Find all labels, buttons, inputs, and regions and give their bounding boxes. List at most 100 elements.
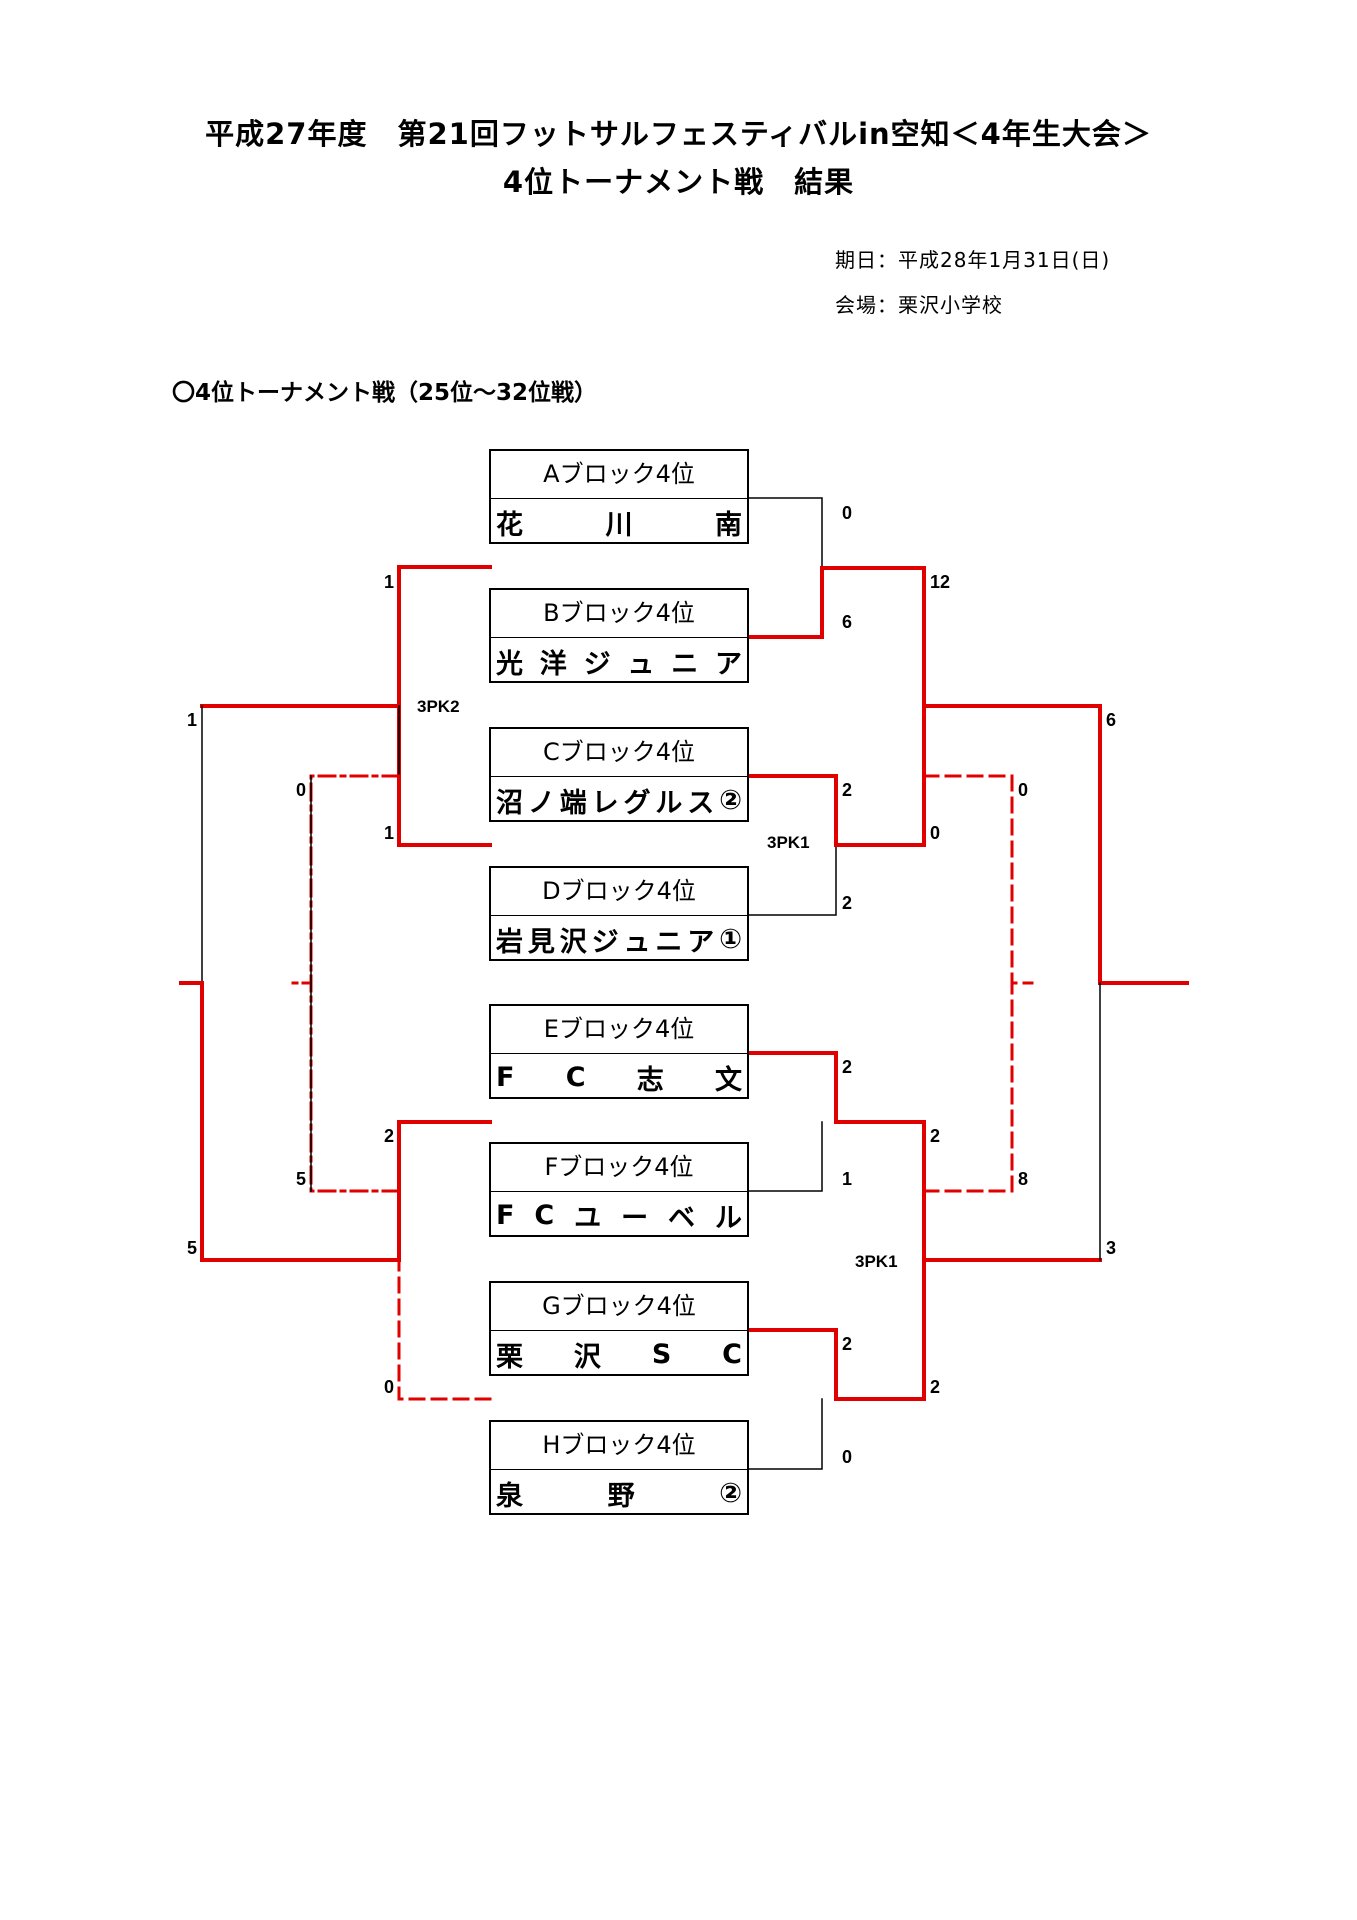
team-name-char: ベ: [668, 1202, 696, 1234]
team-name-char: 岩: [496, 926, 523, 958]
team-block-label: Fブロック4位: [491, 1144, 747, 1192]
team-name-char: 光: [496, 648, 523, 680]
team-name-char: 川: [605, 509, 633, 541]
team-name-char: 南: [715, 509, 742, 541]
score-lsf2-bot: 0: [384, 1377, 395, 1397]
line-d: [748, 844, 837, 916]
team-name-char: 栗: [496, 1341, 523, 1373]
score-c: 2: [842, 780, 853, 800]
line-wsf1-bot: [834, 704, 926, 847]
team-name-char: C: [722, 1338, 742, 1370]
team-box-d: Dブロック4位 岩 見 沢 ジ ュ ニ ア ①: [489, 866, 749, 961]
line-lsf2-top: [397, 1120, 492, 1262]
team-block-label: Dブロック4位: [491, 868, 747, 916]
line-wsf1-top: [834, 566, 926, 708]
score-wsf2-top: 2: [930, 1126, 941, 1146]
team-name-char: ル: [655, 787, 683, 819]
line-e: [747, 1051, 838, 1124]
line-a: [748, 497, 823, 569]
score-b: 6: [842, 612, 853, 632]
team-name-char: ス: [687, 787, 715, 819]
score-wfinal-bot: 3: [1106, 1238, 1117, 1258]
page-title: 平成27年度 第21回フットサルフェスティバルin空知＜4年生大会＞: [205, 117, 1152, 151]
score-d: 2: [842, 893, 853, 913]
team-block-label: Gブロック4位: [491, 1283, 747, 1331]
line-g: [747, 1328, 838, 1401]
team-block-label: Eブロック4位: [491, 1006, 747, 1054]
line-lsf1-top: [397, 565, 492, 708]
team-name-char: ア: [687, 926, 715, 958]
team-name-char: ア: [714, 648, 742, 680]
line-lsf2-bot: [397, 1258, 492, 1401]
team-block-label: Hブロック4位: [491, 1422, 747, 1470]
line-c: [747, 774, 838, 847]
team-name: 栗 沢 S C: [491, 1331, 747, 1377]
team-name-char: 見: [527, 926, 555, 958]
score-wsf1-top: 12: [930, 572, 951, 592]
score-lfinal-bot: 5: [187, 1238, 198, 1258]
team-name-char: ノ: [527, 787, 555, 819]
page-subtitle: 4位トーナメント戦 結果: [502, 165, 855, 199]
team-name-char: グ: [623, 787, 651, 819]
team-name-char: ユ: [574, 1202, 602, 1234]
score-wsf2-bot: 2: [930, 1377, 941, 1397]
team-name-char: ニ: [671, 648, 699, 680]
team-name: 花 川 南: [491, 499, 747, 545]
line-f: [748, 1121, 823, 1192]
team-name: F C 志 文: [491, 1054, 747, 1100]
team-name-char: F: [496, 1061, 515, 1093]
team-name-char: ー: [621, 1202, 649, 1234]
score-wsf1-bot: 0: [930, 823, 941, 843]
team-name: 泉 野 ②: [491, 1470, 747, 1516]
team-name: F C ユ ー ベ ル: [491, 1192, 747, 1238]
score-lsf1-bot: 1: [384, 823, 395, 843]
score-h: 0: [842, 1447, 853, 1467]
team-name-char: レ: [591, 787, 619, 819]
score-wcons-bot: 8: [1018, 1169, 1029, 1189]
team-name-char: S: [651, 1338, 672, 1370]
team-box-h: Hブロック4位 泉 野 ②: [489, 1420, 749, 1515]
team-name-char: F: [496, 1199, 515, 1231]
team-name-char: ル: [714, 1202, 742, 1234]
team-name-char: ュ: [627, 648, 655, 680]
score-wfinal-top: 6: [1106, 710, 1117, 730]
pk-wsf2: 3PK1: [855, 1252, 898, 1271]
line-wsf2-bot: [834, 1258, 926, 1401]
team-name-char: ②: [719, 1477, 742, 1509]
score-a: 0: [842, 503, 853, 523]
team-name: 光 洋 ジ ュ ニ ア: [491, 638, 747, 684]
team-box-b: Bブロック4位 光 洋 ジ ュ ニ ア: [489, 588, 749, 683]
team-name: 沼 ノ 端 レ グ ル ス ②: [491, 777, 747, 823]
team-name-char: 沼: [496, 787, 523, 819]
score-lsf2-top: 2: [384, 1126, 395, 1146]
team-name-char: 泉: [496, 1480, 523, 1512]
team-name-char: 沢: [559, 926, 587, 958]
team-block-label: Bブロック4位: [491, 590, 747, 638]
team-name-char: C: [534, 1199, 555, 1231]
score-lcons-bot: 5: [296, 1169, 307, 1189]
pk-lsf1: 3PK2: [417, 697, 460, 716]
event-venue: 会場：栗沢小学校: [835, 293, 1003, 317]
team-name-char: 野: [607, 1480, 635, 1512]
score-g: 2: [842, 1334, 853, 1354]
team-block-label: Aブロック4位: [491, 451, 747, 499]
team-name-char: C: [565, 1061, 586, 1093]
team-box-a: Aブロック4位 花 川 南: [489, 449, 749, 544]
team-name-char: ュ: [623, 926, 651, 958]
team-box-g: Gブロック4位 栗 沢 S C: [489, 1281, 749, 1376]
score-wcons-top: 0: [1018, 780, 1029, 800]
team-name-char: 花: [496, 509, 523, 541]
team-name: 岩 見 沢 ジ ュ ニ ア ①: [491, 916, 747, 962]
line-wfinal: [1098, 704, 1189, 985]
line-h: [748, 1398, 823, 1470]
team-name-char: 洋: [539, 648, 567, 680]
team-name-char: ニ: [655, 926, 683, 958]
section-heading: 〇4位トーナメント戦（25位～32位戦）: [172, 380, 598, 406]
team-box-f: Fブロック4位 F C ユ ー ベ ル: [489, 1142, 749, 1237]
score-e: 2: [842, 1057, 853, 1077]
team-name-char: 文: [714, 1064, 742, 1096]
team-name-char: ジ: [591, 926, 619, 958]
team-box-e: Eブロック4位 F C 志 文: [489, 1004, 749, 1099]
team-name-char: ②: [719, 784, 742, 816]
